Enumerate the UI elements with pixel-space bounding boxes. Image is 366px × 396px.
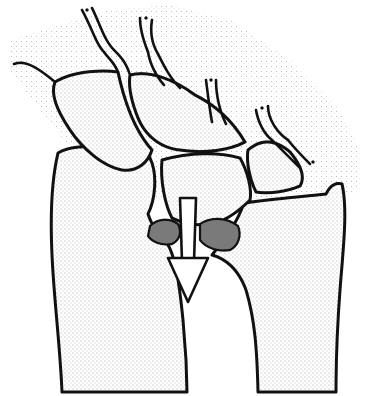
arrow-shaft [180, 198, 196, 262]
fracture-fragment-left [148, 220, 180, 245]
lunate-bone [162, 154, 251, 225]
fracture-fragment-right [200, 219, 240, 251]
